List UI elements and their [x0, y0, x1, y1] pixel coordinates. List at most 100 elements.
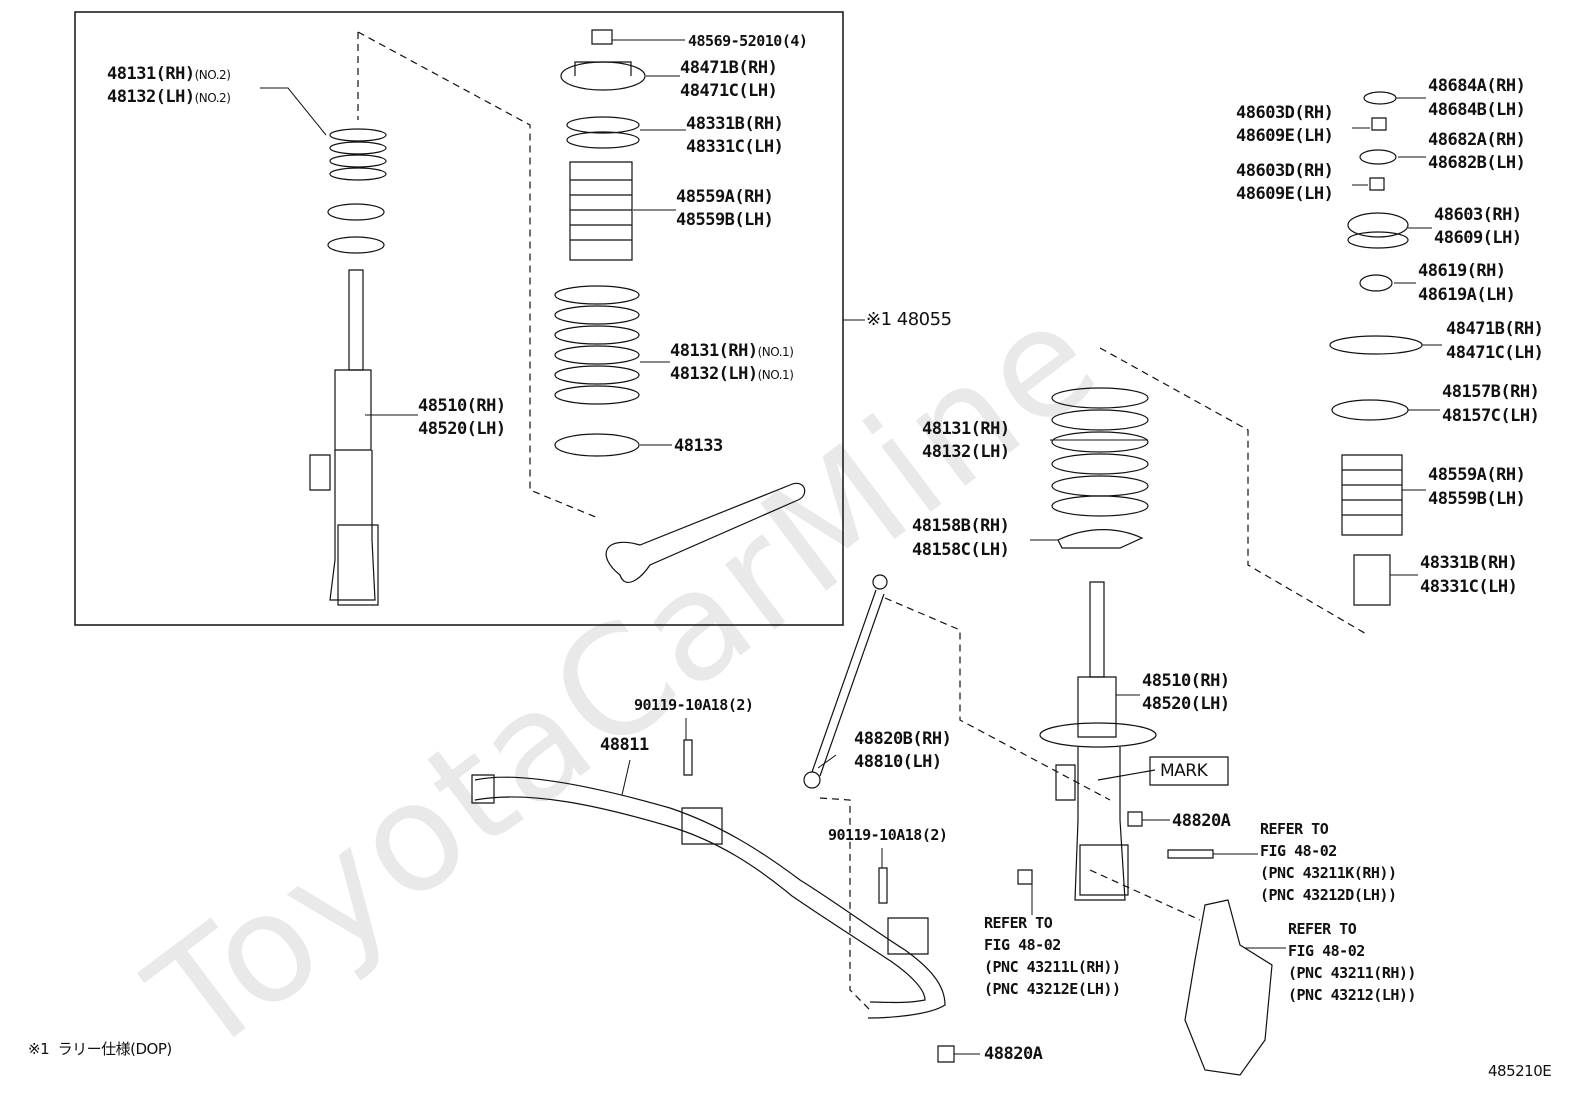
footnote: ※1 ラリー仕様(DOP) — [28, 1040, 172, 1058]
bar-end-left-icon — [472, 775, 494, 803]
label-r48619: 48619(RH) — [1418, 261, 1506, 281]
spring-seat-48133-icon — [555, 434, 639, 456]
label-b48820b: 48820B(RH) — [854, 729, 952, 749]
bolt-90119-1-icon — [684, 740, 692, 775]
figure-id: 485210E — [1488, 1062, 1552, 1080]
kit-box — [75, 12, 843, 625]
spanner-wrench-icon — [606, 483, 805, 582]
label-m48820a: 48820A — [1172, 811, 1231, 831]
spring-no2-icon — [330, 129, 386, 180]
kit-label: ※1 48055 — [866, 309, 952, 330]
ref-43211l-line3: (PNC 43211L(RH)) — [984, 958, 1121, 976]
nut-48820a-lower-icon — [938, 1046, 954, 1062]
label-48559a: 48559A(RH) — [676, 187, 774, 207]
stabilizer-bar-icon — [475, 777, 945, 1018]
seat-48157-icon — [1332, 400, 1408, 420]
label-48131-no1: 48131(RH)(NO.1) — [670, 341, 794, 361]
label-48520: 48520(LH) — [418, 419, 506, 439]
ref-43211-line4: (PNC 43212(LH)) — [1288, 986, 1416, 1004]
label-r48609e-2: 48609E(LH) — [1236, 184, 1334, 204]
strut-assembly-icon — [1040, 582, 1156, 900]
mark-box — [1150, 757, 1228, 785]
ref-43211l-line4: (PNC 43212E(LH)) — [984, 980, 1121, 998]
label-48132-no1: 48132(LH)(NO.1) — [670, 364, 794, 384]
stopper-48619-icon — [1360, 275, 1392, 291]
ref-43211k-line2: FIG 48-02 — [1260, 842, 1337, 860]
label-48569: 48569-52010(4) — [688, 32, 808, 50]
label-m48131: 48131(RH) — [922, 419, 1010, 439]
label-r48682a: 48682A(RH) — [1428, 130, 1526, 150]
label-m48520: 48520(LH) — [1142, 694, 1230, 714]
label-48559b: 48559B(LH) — [676, 210, 774, 230]
bushing-right-icon — [888, 918, 928, 954]
label-r48331c: 48331C(LH) — [1420, 577, 1518, 597]
label-r48684a: 48684A(RH) — [1428, 76, 1526, 96]
label-r48559b: 48559B(LH) — [1428, 489, 1526, 509]
ref-43211k-line1: REFER TO — [1260, 820, 1329, 838]
label-r48559a: 48559A(RH) — [1428, 465, 1526, 485]
cap-48684-icon — [1364, 92, 1396, 104]
nut-48820a-upper-icon — [1128, 812, 1142, 826]
bolt-43211k-icon — [1168, 850, 1213, 858]
spring-seat-upper-icon — [328, 204, 384, 220]
ref-43211-line1: REFER TO — [1288, 920, 1357, 938]
label-b48820a: 48820A — [984, 1044, 1043, 1064]
label-r48157b: 48157B(RH) — [1442, 382, 1540, 402]
label-48331b: 48331B(RH) — [686, 114, 784, 134]
label-48471b: 48471B(RH) — [680, 58, 778, 78]
bumper-48331-icon — [1354, 555, 1390, 605]
kit-shock-absorber-icon — [310, 270, 378, 605]
label-r48682b: 48682B(LH) — [1428, 153, 1526, 173]
ref-43211l-line2: FIG 48-02 — [984, 936, 1061, 954]
mark-leader — [1098, 770, 1155, 780]
label-m48510: 48510(RH) — [1142, 671, 1230, 691]
label-r48157c: 48157C(LH) — [1442, 406, 1540, 426]
label-b48811: 48811 — [600, 735, 649, 755]
label-r48603d-2: 48603D(RH) — [1236, 161, 1334, 181]
label-48133: 48133 — [674, 436, 723, 456]
ref-43211k-line4: (PNC 43212D(LH)) — [1260, 886, 1397, 904]
spring-seat-lower-icon — [328, 237, 384, 253]
label-r48609: 48609(LH) — [1434, 228, 1522, 248]
label-m48132: 48132(LH) — [922, 442, 1010, 462]
coil-spring-icon — [1052, 388, 1148, 516]
label-48471c: 48471C(LH) — [680, 81, 778, 101]
label-r48609e-1: 48609E(LH) — [1236, 126, 1334, 146]
ref-43211-line2: FIG 48-02 — [1288, 942, 1365, 960]
nut-43211l-icon — [1018, 870, 1032, 884]
label-b90119-1: 90119-10A18(2) — [634, 696, 754, 714]
nut-48603d-2-icon — [1370, 178, 1384, 190]
spring-insulator-icon — [1058, 530, 1142, 548]
label-48510: 48510(RH) — [418, 396, 506, 416]
label-48331c: 48331C(LH) — [686, 137, 784, 157]
washer-48682-icon — [1360, 150, 1396, 164]
label-r48471c: 48471C(LH) — [1446, 343, 1544, 363]
label-r48331b: 48331B(RH) — [1420, 553, 1518, 573]
bellows-48559-icon — [1342, 455, 1402, 535]
nut-48603d-1-icon — [1372, 118, 1386, 130]
label-m48158b: 48158B(RH) — [912, 516, 1010, 536]
upper-nut-icon — [592, 30, 612, 44]
label-b90119-2: 90119-10A18(2) — [828, 826, 948, 844]
bearing-icon — [567, 117, 639, 148]
label-r48684b: 48684B(LH) — [1428, 100, 1526, 120]
plate-48471-icon — [1330, 336, 1422, 354]
dashed-guides — [358, 32, 1368, 1010]
upper-mount-icon — [561, 62, 645, 90]
label-48131-no2: 48131(RH)(NO.2) — [107, 64, 231, 84]
label-r48619a: 48619A(LH) — [1418, 285, 1516, 305]
label-b48810: 48810(LH) — [854, 752, 942, 772]
bellows-icon — [570, 162, 632, 260]
stabilizer-link-icon — [804, 575, 887, 788]
label-r48603d-1: 48603D(RH) — [1236, 103, 1334, 123]
bolt-90119-2-icon — [879, 868, 887, 903]
label-r48603: 48603(RH) — [1434, 205, 1522, 225]
bushing-left-icon — [682, 808, 722, 844]
leader-lines — [260, 40, 1442, 1054]
label-r48471b: 48471B(RH) — [1446, 319, 1544, 339]
steering-knuckle-icon — [1185, 900, 1272, 1075]
ref-43211-line3: (PNC 43211(RH)) — [1288, 964, 1416, 982]
spring-no1-icon — [555, 286, 639, 404]
ref-43211k-line3: (PNC 43211K(RH)) — [1260, 864, 1397, 882]
